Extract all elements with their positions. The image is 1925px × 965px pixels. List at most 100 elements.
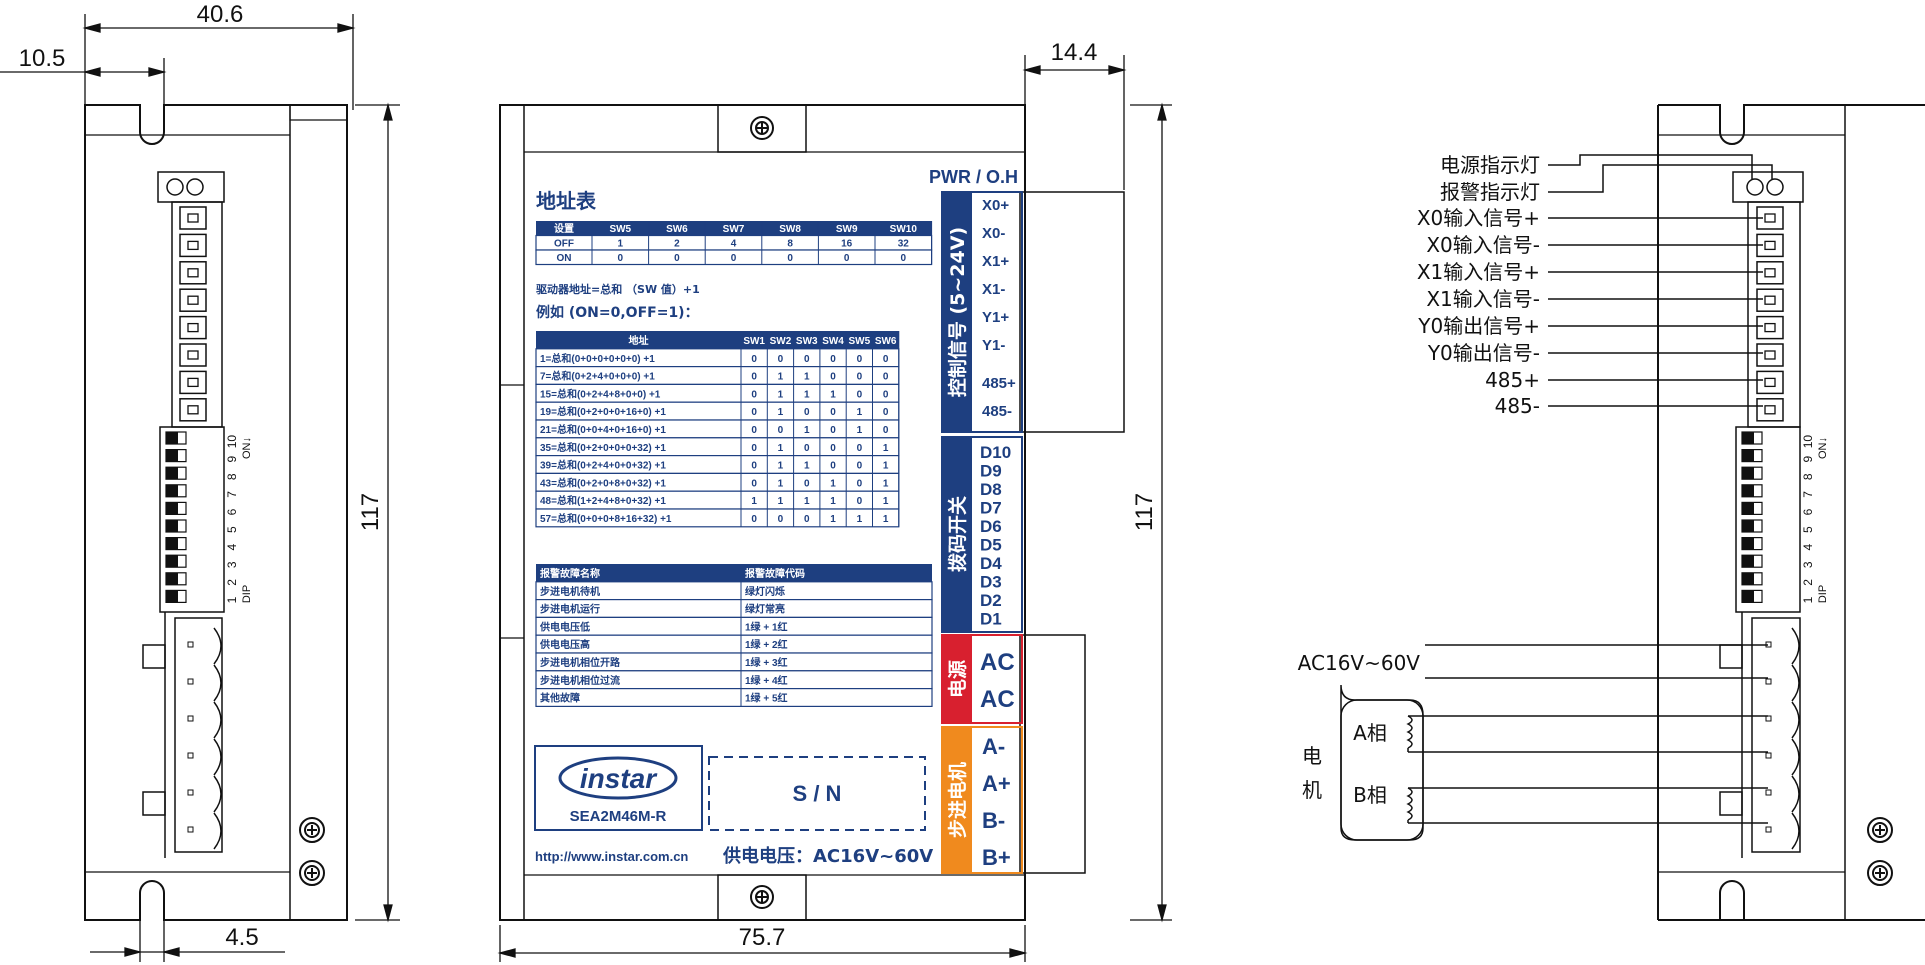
terminal-clamp <box>1791 664 1800 702</box>
fault-table-cell: 步进电机相位开路 <box>540 656 621 669</box>
control-terminal-label: X1- <box>982 281 1005 298</box>
serial-number-label: S / N <box>793 781 842 806</box>
address-table-header-cell: SW2 <box>770 336 792 347</box>
fault-table-cell: 绿灯常亮 <box>745 603 785 616</box>
terminal-clamp <box>213 664 222 702</box>
fault-table-cell: 1绿 + 5红 <box>745 692 788 705</box>
fault-table-cell: 1绿 + 3红 <box>745 656 788 669</box>
section-control-label: 控制信号 (5~24V) <box>946 227 969 397</box>
dip-table-cell: 0 <box>618 253 624 264</box>
website-url[interactable]: http://www.instar.com.cn <box>535 849 688 864</box>
address-table-header-cell: SW4 <box>822 336 844 347</box>
address-table-cell: 0 <box>883 407 889 418</box>
wiring-lines <box>1340 154 1773 841</box>
supply-voltage-label: 供电电压：AC16V~60V <box>722 845 933 867</box>
driver-address-note: 驱动器地址=总和 （SW 值）+1 <box>536 282 700 296</box>
address-table-cell: 0 <box>804 514 810 525</box>
dip-terminal-label: D1 <box>980 610 1002 629</box>
control-terminal-label: X1+ <box>982 253 1009 270</box>
dip-table-cell: 0 <box>901 253 907 264</box>
signal-wire-label: X0输入信号- <box>1426 233 1540 257</box>
address-table-cell: 19=总和(0+2+0+0+16+0) +1 <box>540 405 666 418</box>
dip-table-header <box>536 221 932 236</box>
screw-icon <box>750 116 774 140</box>
control-terminal-label: Y1- <box>982 337 1005 354</box>
logo-block: instar SEA2M46M-R <box>534 745 703 831</box>
fault-table-header-cell: 报警故障名称 <box>540 567 600 580</box>
address-table-cell: 0 <box>857 354 863 365</box>
fault-table-cell: 1绿 + 1红 <box>745 620 788 633</box>
address-table-cell: 15=总和(0+2+4+8+0+0) +1 <box>540 387 661 400</box>
dip-table-cell: 2 <box>674 239 680 250</box>
dip-table-header-cell: SW6 <box>666 224 688 235</box>
dip-table-cell: 1 <box>618 239 624 250</box>
dip-number-label: 7 <box>1801 491 1815 498</box>
screw-icon <box>1867 817 1893 843</box>
address-table-header-cell: SW1 <box>743 336 765 347</box>
fault-table-header <box>536 564 932 582</box>
dim-front-height: 117 <box>1131 493 1158 531</box>
dip-table-cell: 8 <box>787 239 793 250</box>
fault-table-cell: 供电电压高 <box>539 638 590 651</box>
address-table-cell: 0 <box>830 407 836 418</box>
address-table-header-cell: SW5 <box>849 336 871 347</box>
address-table-cell: 1 <box>778 389 784 400</box>
fault-table-cell: 1绿 + 2红 <box>745 638 788 651</box>
dip-terminal-label: D3 <box>980 573 1002 592</box>
dip-terminal-label: D10 <box>980 443 1011 462</box>
address-table-cell: 0 <box>830 443 836 454</box>
address-table-cell: 0 <box>883 425 889 436</box>
power-led-icon <box>1746 178 1764 196</box>
address-table-cell: 35=总和(0+2+0+0+0+32) +1 <box>540 441 666 454</box>
terminal-sections <box>941 191 1023 874</box>
dim-slot-offset: 10.5 <box>19 45 66 72</box>
address-table-cell: 1 <box>778 372 784 383</box>
example-note: 例如 (ON=0,OFF=1)： <box>536 304 699 321</box>
dip-number-label: 6 <box>1801 508 1815 515</box>
dip-table-cell: 0 <box>787 253 793 264</box>
terminal-clamp <box>213 775 222 813</box>
address-table-cell: 1 <box>883 514 889 525</box>
control-terminal-label: X0+ <box>982 197 1009 214</box>
power-connector-right <box>1751 617 1801 853</box>
terminal-clamp <box>1791 812 1800 850</box>
dip-terminal-label: D5 <box>980 536 1002 555</box>
terminal-slot <box>179 398 207 422</box>
address-table-cell: 0 <box>883 372 889 383</box>
screw-icon <box>1867 860 1893 886</box>
address-table-cell: 1 <box>804 372 810 383</box>
power-connector-left <box>174 617 223 853</box>
address-table-cell: 0 <box>751 461 757 472</box>
power-terminal-label: AC <box>980 686 1015 713</box>
dim-side-width: 40.6 <box>197 1 244 28</box>
phase-a-label: A相 <box>1353 721 1387 745</box>
dip-number-label: 10 <box>1801 435 1815 449</box>
dip-number-label: 1 <box>225 596 239 603</box>
dim-terminal-depth: 14.4 <box>1051 39 1098 66</box>
address-table-header-cell: SW3 <box>796 336 818 347</box>
control-terminal-label: X0- <box>982 225 1005 242</box>
address-table-cell: 0 <box>751 443 757 454</box>
address-table-cell: 1 <box>804 496 810 507</box>
dip-number-label: 3 <box>1801 561 1815 568</box>
power-led-icon <box>166 178 184 196</box>
terminal-clamp <box>1791 701 1800 739</box>
address-table-cell: 43=总和(0+2+0+8+0+32) +1 <box>540 476 666 489</box>
address-table-cell: 0 <box>804 354 810 365</box>
address-table-cell: 0 <box>830 461 836 472</box>
signal-wire-label: Y0输出信号+ <box>1417 314 1540 338</box>
dip-table-header-cell: SW7 <box>723 224 745 235</box>
address-table-cell: 0 <box>751 389 757 400</box>
fault-table-row <box>535 687 933 707</box>
address-table-cell: 0 <box>857 461 863 472</box>
address-table-cell: 0 <box>751 407 757 418</box>
terminal-slot <box>179 206 207 230</box>
address-table-cell: 0 <box>778 354 784 365</box>
terminal-slot <box>1756 398 1784 422</box>
address-table-cell: 1 <box>857 514 863 525</box>
power-terminal-label: AC <box>980 649 1015 676</box>
address-table-cell: 39=总和(0+2+4+0+0+32) +1 <box>540 459 666 472</box>
motor-terminal-label: B- <box>982 808 1005 833</box>
address-table-cell: 0 <box>883 389 889 400</box>
terminal-clamp <box>213 627 222 665</box>
